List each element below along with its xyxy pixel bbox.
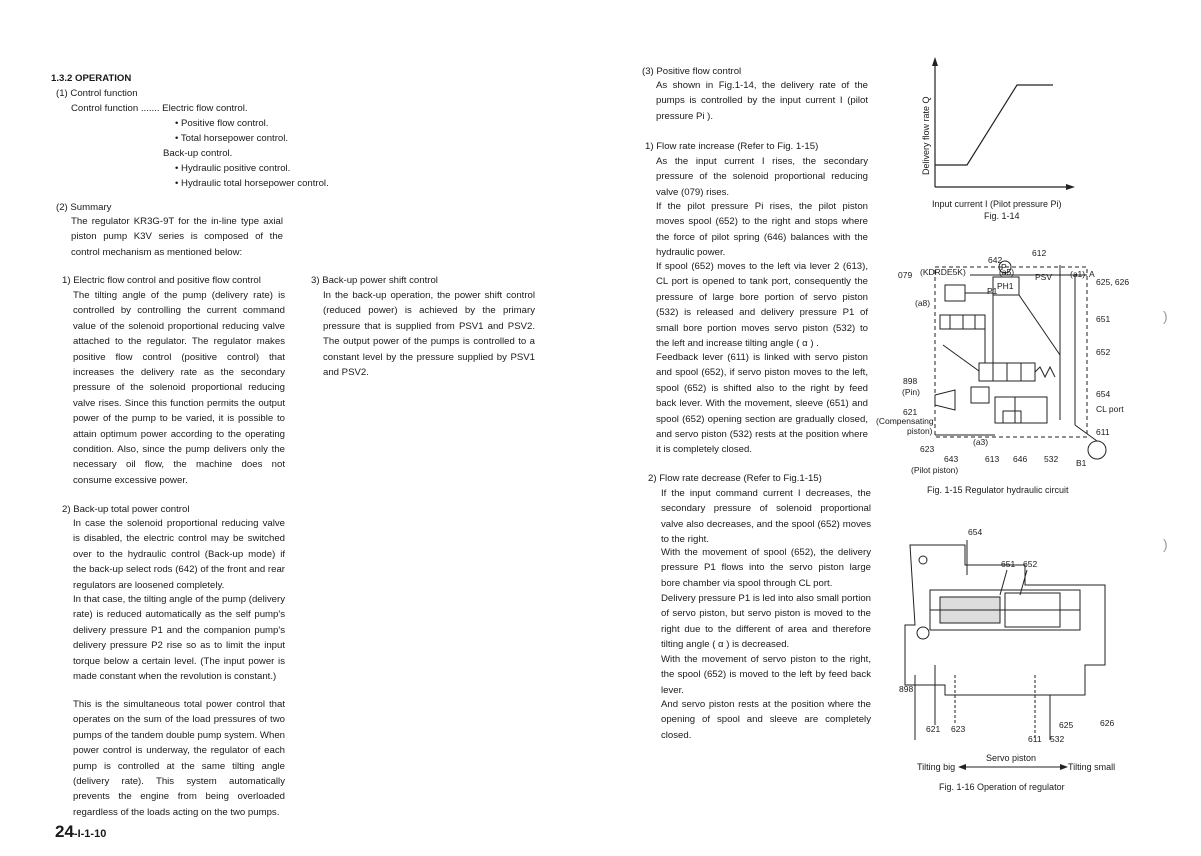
binding-mark: ) (1163, 536, 1168, 552)
label-623: 623 (920, 444, 934, 454)
label-P: P (1001, 262, 1007, 272)
paragraph: Delivery pressure P1 is led into also sm… (661, 593, 871, 651)
subsection-title: (1) Control function (56, 88, 138, 99)
label-a1: (a1) (1070, 269, 1085, 279)
label-a5: (a5) (999, 267, 1014, 277)
section-heading: 1.3.2 OPERATION (51, 73, 132, 84)
fig-1-15-circuit: 079 (KDRDE5K) (a8) (a5) P PH1 P1 PSV (a1… (876, 248, 1129, 475)
paragraph: If the pilot pressure Pi rises, the pilo… (656, 201, 868, 259)
binding-mark: ) (1163, 308, 1168, 324)
item-title: 2) Back-up total power control (62, 504, 190, 515)
fig-1-14-graph: Delivery flow rate Q (921, 57, 1075, 190)
label-532: 532 (1044, 454, 1058, 464)
label-613: 613 (985, 454, 999, 464)
label-652: 652 (1096, 347, 1110, 357)
label-compensating: (Compensating (876, 416, 934, 426)
flow-curve (935, 84, 1053, 166)
label-a8: (a8) (915, 298, 930, 308)
item-title: 1) Electric flow control and positive fl… (62, 275, 261, 286)
label-psv: PSV (1035, 272, 1052, 282)
label-cl-port: CL port (1096, 404, 1124, 414)
fig-1-16-regulator: 654 651 652 898 621 623 611 532 625 626 (899, 527, 1114, 744)
item-paragraph: The tilting angle of the pump (delivery … (73, 290, 285, 486)
item-paragraph: In that case, the tilting angle of the p… (73, 594, 285, 683)
servo-piston-label: Servo piston (986, 753, 1037, 763)
label-651: 651 (1096, 314, 1110, 324)
paragraph: If spool (652) moves to the left via lev… (656, 261, 868, 350)
label-pilot-piston: (Pilot piston) (911, 465, 958, 475)
paragraph: With the movement of spool (652), the de… (661, 547, 871, 589)
page-number-main: 24 (55, 822, 74, 841)
label-611: 611 (1096, 427, 1110, 437)
page-number-suffix: -I-1-10 (73, 828, 107, 840)
paragraph: Feedback lever (611) is linked with serv… (656, 352, 868, 456)
label-a3: (a3) (973, 437, 988, 447)
paragraph: As the input current I rises, the second… (656, 156, 868, 198)
label-612: 612 (1032, 248, 1046, 258)
label-A: A (1089, 269, 1095, 279)
label-pin: (Pin) (902, 387, 920, 397)
label-898: 898 (903, 376, 917, 386)
bullet-item: • Hydraulic positive control. (175, 163, 291, 174)
summary-paragraph: The regulator KR3G-9T for the in-line ty… (71, 216, 283, 258)
label-643: 643 (944, 454, 958, 464)
paragraph: If the input command current I decreases… (661, 488, 871, 546)
figure-caption: Fig. 1-15 Regulator hydraulic circuit (927, 485, 1069, 495)
x-axis-label: Input current I (Pilot pressure Pi) (932, 199, 1062, 209)
item-title: 1) Flow rate increase (Refer to Fig. 1-1… (645, 141, 819, 152)
item-title: 3) Back-up power shift control (311, 275, 438, 286)
label-642: 642 (988, 255, 1002, 265)
label-ph1: PH1 (997, 281, 1014, 291)
label-B1: B1 (1076, 458, 1087, 468)
figure-caption: Fig. 1-16 Operation of regulator (939, 782, 1065, 792)
page-number: 24-I-1-10 (55, 822, 106, 842)
bullet-item: • Total horsepower control. (175, 133, 289, 144)
paragraph: As shown in Fig.1-14, the delivery rate … (656, 80, 868, 122)
label-621: 621 (903, 407, 917, 417)
label-646: 646 (1013, 454, 1027, 464)
tilting-small-label: Tilting small (1068, 762, 1116, 772)
subsection-title: (3) Positive flow control (642, 66, 742, 77)
label-626: 626 (1100, 718, 1114, 728)
label-compensating-piston: piston) (907, 426, 933, 436)
tilting-arrow (958, 764, 1068, 770)
item-paragraph: In case the solenoid proportional reduci… (73, 518, 285, 591)
label-625-626: 625, 626 (1096, 277, 1129, 287)
x-axis-arrow (1066, 184, 1075, 190)
label-kdrde5k: (KDRDE5K) (920, 267, 966, 277)
label-898: 898 (899, 684, 913, 694)
tilting-big-label: Tilting big (917, 762, 956, 772)
y-axis-label: Delivery flow rate Q (921, 96, 931, 175)
label-621: 621 (926, 724, 940, 734)
bullet-item: • Positive flow control. (175, 118, 269, 129)
item-paragraph: In the back-up operation, the power shif… (323, 290, 535, 379)
item-paragraph: This is the simultaneous total power con… (73, 699, 285, 818)
label-654: 654 (1096, 389, 1110, 399)
figure-caption: Fig. 1-14 (984, 211, 1020, 221)
control-function-line: Control function ....... Electric flow c… (71, 103, 248, 114)
label-625: 625 (1059, 720, 1073, 730)
label-079: 079 (898, 270, 912, 280)
label-611: 611 (1028, 734, 1042, 744)
bullet-item: • Hydraulic total horsepower control. (175, 178, 329, 189)
subsection-title: (2) Summary (56, 202, 112, 213)
label-p1: P1 (987, 286, 998, 296)
label-651: 651 (1001, 559, 1015, 569)
y-axis-arrow (932, 57, 938, 66)
label-532: 532 (1050, 734, 1064, 744)
item-title: 2) Flow rate decrease (Refer to Fig.1-15… (648, 473, 822, 484)
label-652: 652 (1023, 559, 1037, 569)
label-654: 654 (968, 527, 982, 537)
paragraph: With the movement of servo piston to the… (661, 654, 871, 696)
label-623: 623 (951, 724, 965, 734)
paragraph: And servo piston rests at the position w… (661, 699, 871, 741)
backup-control-line: Back-up control. (163, 148, 233, 159)
